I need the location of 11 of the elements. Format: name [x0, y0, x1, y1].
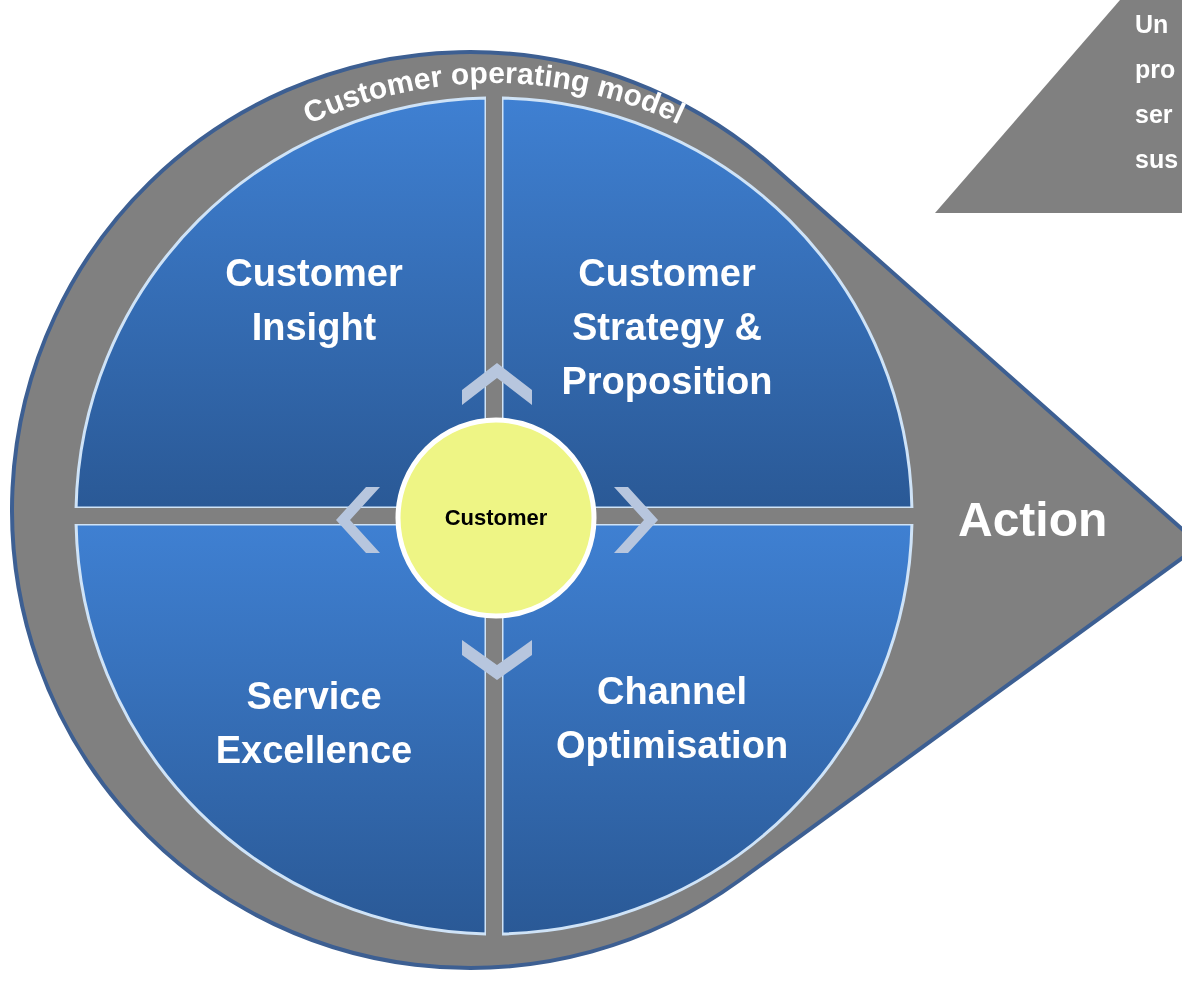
- chevron-arrow: [614, 487, 658, 553]
- chevron-arrow: [462, 640, 532, 680]
- callout-text: Un pro ser sus: [1135, 9, 1180, 175]
- quadrant-title: Channel Optimisation: [554, 669, 790, 768]
- quadrant-title: Service Excellence: [214, 674, 414, 773]
- center-label: Customer: [443, 504, 549, 532]
- quadrant-title: Customer Strategy & Proposition: [560, 251, 774, 404]
- chevron-arrow: [336, 487, 380, 553]
- chevron-arrow: [462, 363, 532, 405]
- quadrant-title: Customer Insight: [224, 251, 404, 350]
- action-label: Action: [958, 492, 1108, 548]
